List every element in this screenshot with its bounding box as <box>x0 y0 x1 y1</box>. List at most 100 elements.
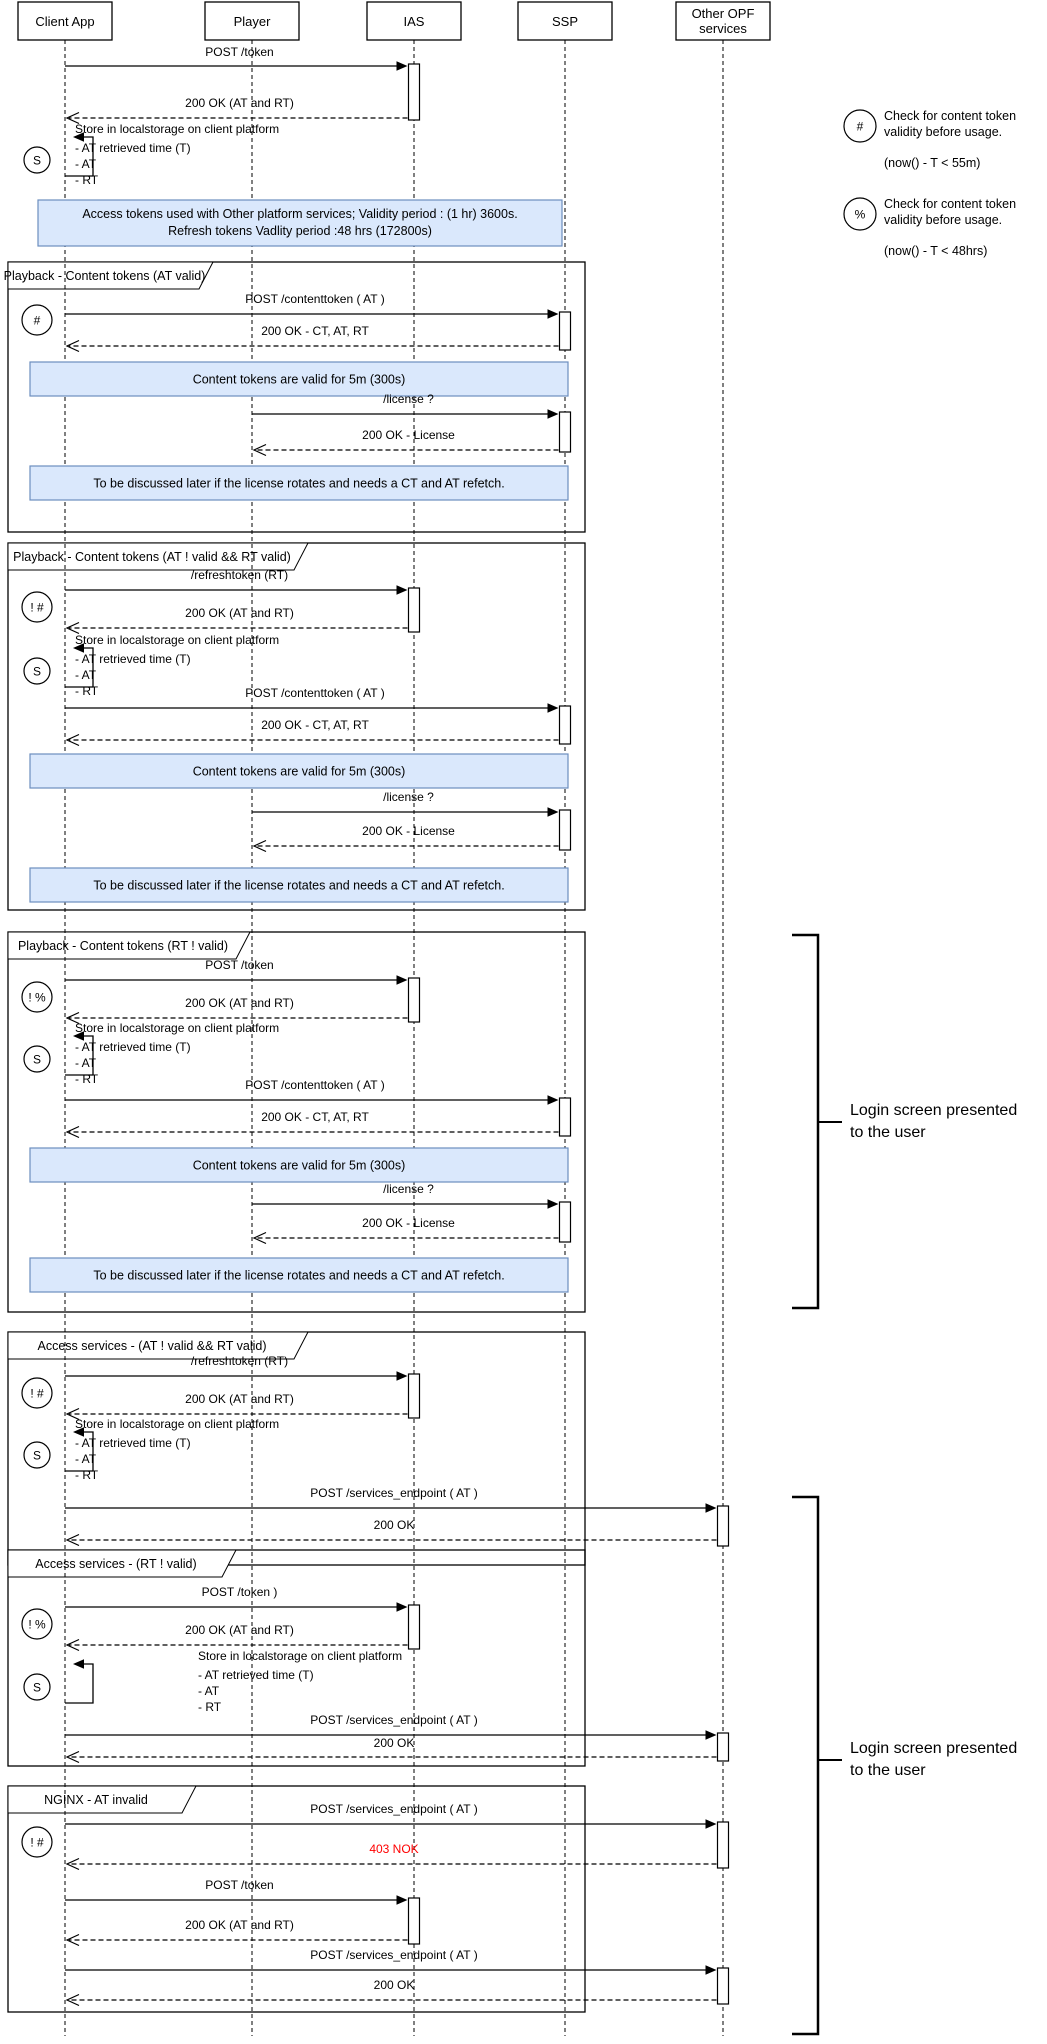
s1-4-note-content-tokens-are-valid-for-5 <box>29 361 569 397</box>
s2-0-activation-ias <box>407 587 421 633</box>
s2-2-annotation-circle-item <box>21 591 53 623</box>
s3-5-annotation-circle-s <box>23 1045 51 1073</box>
legend-item-item-formula: (now() - T < 48hrs) <box>884 244 987 258</box>
s2-3-return-200-ok-at-and-rt-open-arrowhead <box>65 621 80 635</box>
s4-7-message-post-services-endpoint-at-label: POST /services_endpoint ( AT ) <box>310 1486 477 1500</box>
s3-4-self-message-store-loop <box>65 1035 94 1076</box>
s5-8-return-200-ok-open-arrowhead <box>65 1750 80 1764</box>
s3-0-activation-ias <box>407 977 421 1023</box>
s6-2-annotation-circle-item-symbol: ! # <box>30 1836 44 1850</box>
s6-2-annotation-circle-item <box>21 1826 53 1858</box>
s4-1-message-refreshtoken-rt-arrowhead <box>396 1371 408 1381</box>
s2-9-note-content-tokens-are-valid-for-5-text: Content tokens are valid for 5m (300s) <box>193 765 406 779</box>
legend-item-item-symbol: % <box>855 208 866 222</box>
s4-4-self-message-store-text-2: - AT <box>75 1452 97 1466</box>
s6-3-return-403-nok-open-arrowhead <box>65 1857 80 1871</box>
s0-2-return-200-ok-at-and-rt-open-arrowhead <box>65 111 80 125</box>
frame-title-playback-content-tokens-at-valid-rt-valid: Playback - Content tokens (AT ! valid &&… <box>13 550 291 564</box>
frame-nginx-at-invalid <box>7 1785 586 2013</box>
actor-box-ias <box>366 1 462 41</box>
s2-12-return-200-ok-license-open-arrowhead <box>252 839 267 853</box>
s3-3-return-200-ok-at-and-rt-label: 200 OK (AT and RT) <box>185 996 294 1010</box>
s4-1-message-refreshtoken-rt-label: /refreshtoken (RT) <box>191 1354 288 1368</box>
bracket-1-label-1: to the user <box>850 1762 926 1779</box>
actor-box-player <box>204 1 300 41</box>
s3-1-message-post-token-label: POST /token <box>205 958 273 972</box>
s0-3-self-message-store-arrowhead <box>73 132 84 142</box>
s5-4-self-message-store-text-0: Store in localstorage on client platform <box>198 1649 402 1663</box>
s0-5-note-access-tokens-used-with-other--text-1: Refresh tokens Vadlity period :48 hrs (1… <box>168 224 432 238</box>
s4-5-annotation-circle-s-symbol: S <box>33 1449 41 1463</box>
s1-0-activation-ssp <box>558 311 572 351</box>
s0-3-self-message-store-text-3: - RT <box>75 173 99 187</box>
s5-7-message-post-services-endpoint-at-arrowhead <box>705 1730 717 1740</box>
s0-3-self-message-store-text-0: Store in localstorage on client platform <box>75 122 279 136</box>
s2-10-activation-ssp <box>558 809 572 851</box>
s4-2-annotation-circle-item-symbol: ! # <box>30 1387 44 1401</box>
s1-6-message-license-label: /license ? <box>383 392 434 406</box>
s1-2-message-post-contenttoken-at-arrowhead <box>547 309 559 319</box>
s2-2-annotation-circle-item-symbol: ! # <box>30 601 44 615</box>
s1-5-activation-ssp <box>558 411 572 453</box>
frame-tab-playback-content-tokens-rt-valid <box>7 931 251 960</box>
s2-1-message-refreshtoken-rt-label: /refreshtoken (RT) <box>191 568 288 582</box>
s5-7-message-post-services-endpoint-at-label: POST /services_endpoint ( AT ) <box>310 1713 477 1727</box>
s5-4-self-message-store-text-3: - RT <box>198 1700 222 1714</box>
s5-4-self-message-store-text-2: - AT <box>198 1684 220 1698</box>
s2-4-self-message-store-arrowhead <box>73 643 84 653</box>
s5-8-return-200-ok-label: 200 OK <box>374 1736 415 1750</box>
bracket-0-label-1: to the user <box>850 1124 926 1141</box>
s2-11-message-license-label: /license ? <box>383 790 434 804</box>
s4-5-annotation-circle-s <box>23 1441 51 1469</box>
s0-5-note-access-tokens-used-with-other--text-0: Access tokens used with Other platform s… <box>82 207 517 221</box>
actor-label-opf-0: Other OPF <box>692 6 755 21</box>
s4-4-self-message-store-text-3: - RT <box>75 1468 99 1482</box>
s4-4-self-message-store-loop <box>65 1431 94 1472</box>
frame-tab-nginx-at-invalid <box>7 1785 197 1814</box>
s0-0-activation-ias <box>407 63 421 121</box>
s2-7-message-post-contenttoken-at-label: POST /contenttoken ( AT ) <box>245 686 384 700</box>
s4-2-annotation-circle-item <box>21 1377 53 1409</box>
s2-5-annotation-circle-s-symbol: S <box>33 665 41 679</box>
s5-1-message-post-token-arrowhead <box>396 1602 408 1612</box>
s0-5-note-access-tokens-used-with-other- <box>37 199 563 247</box>
s3-13-note-to-be-discussed-later-if-the-l <box>29 1257 569 1293</box>
s0-3-self-message-store-text-1: - AT retrieved time (T) <box>75 141 191 155</box>
s0-4-annotation-circle-s-symbol: S <box>33 154 41 168</box>
actor-box-opf <box>675 1 771 41</box>
s3-8-return-200-ok-ct-at-rt-open-arrowhead <box>65 1125 80 1139</box>
s6-9-return-200-ok-label: 200 OK <box>374 1978 415 1992</box>
s3-2-annotation-circle-item-symbol: ! % <box>28 991 46 1005</box>
s1-3-return-200-ok-ct-at-rt-open-arrowhead <box>65 339 80 353</box>
s5-2-annotation-circle-item <box>21 1608 53 1640</box>
s2-1-message-refreshtoken-rt-arrowhead <box>396 585 408 595</box>
s3-11-message-license-label: /license ? <box>383 1182 434 1196</box>
s2-13-note-to-be-discussed-later-if-the-l-text: To be discussed later if the license rot… <box>93 879 504 893</box>
actor-label-ias: IAS <box>404 14 425 29</box>
s6-7-activation-opf <box>716 1967 730 2005</box>
bracket-0-label-0: Login screen presented <box>850 1102 1017 1119</box>
s3-9-note-content-tokens-are-valid-for-5 <box>29 1147 569 1183</box>
s5-3-return-200-ok-at-and-rt-label: 200 OK (AT and RT) <box>185 1623 294 1637</box>
legend-item-item-circle <box>843 109 877 143</box>
s2-5-annotation-circle-s <box>23 657 51 685</box>
s0-2-return-200-ok-at-and-rt-label: 200 OK (AT and RT) <box>185 96 294 110</box>
legend-item-item-text-1: validity before usage. <box>884 125 1002 139</box>
s2-12-return-200-ok-license-label: 200 OK - License <box>362 824 455 838</box>
legend-item-item-circle <box>843 197 877 231</box>
s3-8-return-200-ok-ct-at-rt-label: 200 OK - CT, AT, RT <box>261 1110 369 1124</box>
s2-8-return-200-ok-ct-at-rt-label: 200 OK - CT, AT, RT <box>261 718 369 732</box>
s4-4-self-message-store-text-0: Store in localstorage on client platform <box>75 1417 279 1431</box>
s0-3-self-message-store-loop <box>65 136 94 177</box>
s3-12-return-200-ok-license-open-arrowhead <box>252 1231 267 1245</box>
frame-playback-content-tokens-at-valid <box>7 261 586 533</box>
s5-4-self-message-store-loop <box>65 1663 94 1704</box>
s2-11-message-license-arrowhead <box>547 807 559 817</box>
s2-7-message-post-contenttoken-at-arrowhead <box>547 703 559 713</box>
s3-7-message-post-contenttoken-at-arrowhead <box>547 1095 559 1105</box>
s3-3-return-200-ok-at-and-rt-open-arrowhead <box>65 1011 80 1025</box>
s6-9-return-200-ok-open-arrowhead <box>65 1993 80 2007</box>
bracket-0 <box>792 933 820 1310</box>
s6-5-message-post-token-label: POST /token <box>205 1878 273 1892</box>
